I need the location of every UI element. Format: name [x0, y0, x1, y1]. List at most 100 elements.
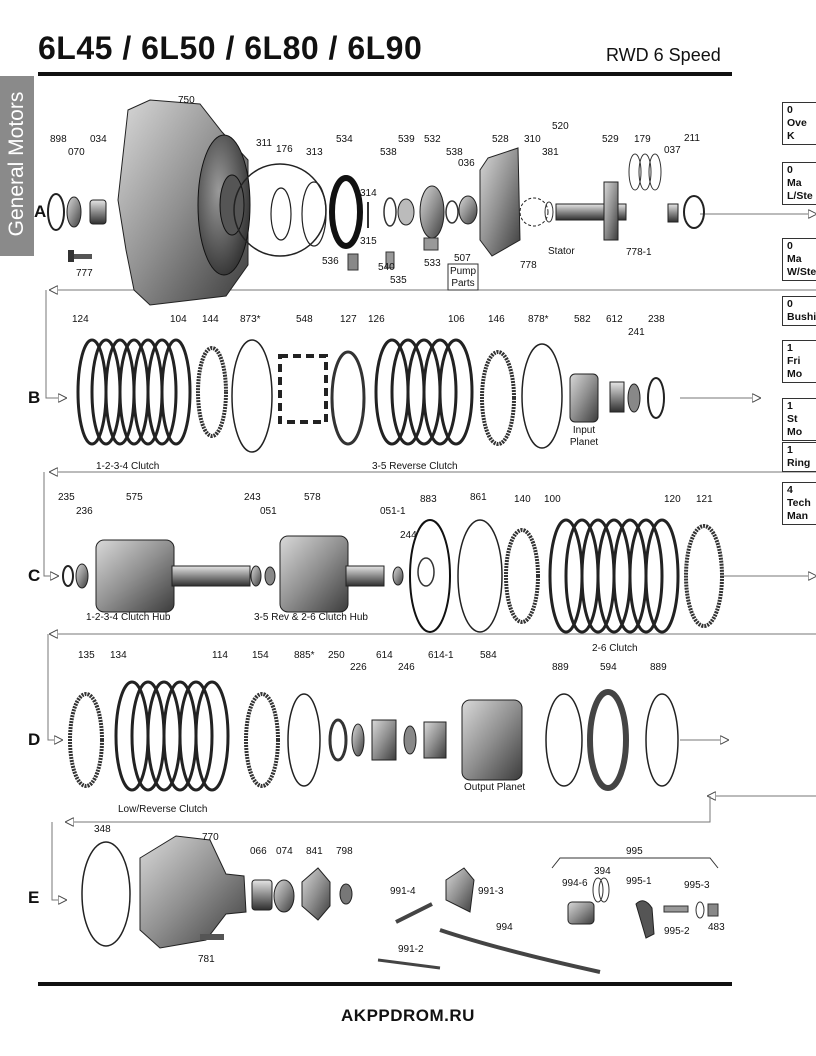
caption-1234-clutch: 1-2-3-4 Clutch: [96, 461, 160, 472]
footer-site: AKPPDROM.RU: [341, 1006, 475, 1025]
part-number: 246: [398, 662, 415, 673]
part-number: 798: [336, 846, 353, 857]
part-number: 995-3: [684, 880, 710, 891]
part-number: 614: [376, 650, 393, 661]
part-number: 994-6: [562, 878, 588, 889]
top-divider: [38, 72, 732, 76]
part-number: 750: [178, 95, 195, 106]
part-number: 315: [360, 236, 377, 247]
part-number: 179: [634, 134, 651, 145]
part-number: 778: [520, 260, 537, 271]
brand-tab: [0, 76, 34, 256]
part-number: 483: [708, 922, 725, 933]
part-number: 154: [252, 650, 269, 661]
part-number: 578: [304, 492, 321, 503]
part-number: 176: [276, 144, 293, 155]
part-number: 310: [524, 134, 541, 145]
part-number: 594: [600, 662, 617, 673]
part-number: 226: [350, 662, 367, 673]
part-number: 134: [110, 650, 127, 661]
row-e-parts: [81, 835, 719, 974]
part-number: 236: [76, 506, 93, 517]
part-number: 100: [544, 494, 561, 505]
part-number: 144: [202, 314, 219, 325]
part-number: 873*: [240, 314, 261, 325]
part-number: 348: [94, 824, 111, 835]
bottom-divider: [38, 982, 732, 986]
caption-1234-clutch-hub: 1-2-3-4 Clutch Hub: [86, 612, 171, 623]
part-number: 532: [424, 134, 441, 145]
part-number: 898: [50, 134, 67, 145]
part-number: 394: [594, 866, 611, 877]
part-number: 536: [322, 256, 339, 267]
caption-input-planet: Input Planet: [569, 425, 599, 448]
row-c-parts: [62, 518, 724, 634]
part-number: 037: [664, 145, 681, 156]
part-number: 243: [244, 492, 261, 503]
part-number: 120: [664, 494, 681, 505]
part-number: 140: [514, 494, 531, 505]
part-number: 070: [68, 147, 85, 158]
part-number: 529: [602, 134, 619, 145]
row-label-b: B: [28, 388, 41, 407]
part-number: 778-1: [626, 247, 652, 258]
part-number: 211: [684, 133, 700, 144]
part-number: 781: [198, 954, 215, 965]
part-number: 528: [492, 134, 509, 145]
part-number: 533: [424, 258, 441, 269]
part-number: 314: [360, 188, 377, 199]
part-number: 250: [328, 650, 345, 661]
part-number: 124: [72, 314, 89, 325]
part-number: 244: [400, 530, 417, 541]
part-number: 540: [378, 262, 395, 273]
part-number: 051-1: [380, 506, 406, 517]
part-number: 861: [470, 492, 487, 503]
caption-35rev-26-clutch-hub: 3-5 Rev & 2-6 Clutch Hub: [254, 612, 368, 623]
part-number: 841: [306, 846, 323, 857]
caption-low-reverse-clutch: Low/Reverse Clutch: [118, 804, 208, 815]
part-number: 235: [58, 492, 75, 503]
caption-output-planet: Output Planet: [464, 782, 526, 793]
part-number: 106: [448, 314, 465, 325]
part-number: 311: [256, 138, 272, 149]
part-number: 889: [552, 662, 569, 673]
part-number: 535: [390, 275, 407, 286]
part-number: 885*: [294, 650, 315, 661]
caption-stator: Stator: [548, 246, 575, 257]
part-number: 241: [628, 327, 645, 338]
part-number: 507: [454, 253, 471, 264]
part-number: 991-4: [390, 886, 416, 897]
part-number: 883: [420, 494, 437, 505]
part-number: 584: [480, 650, 497, 661]
part-number: 770: [202, 832, 219, 843]
part-number: 114: [212, 650, 228, 661]
part-number: 381: [542, 147, 559, 158]
caption-35-reverse-clutch: 3-5 Reverse Clutch: [372, 461, 458, 472]
part-number: 575: [126, 492, 143, 503]
part-number: 066: [250, 846, 267, 857]
part-number: 995-1: [626, 876, 652, 887]
row-label-e: E: [28, 888, 40, 907]
row-a-parts: [47, 99, 705, 306]
part-number: 991-3: [478, 886, 504, 897]
part-number: 538: [446, 147, 463, 158]
page-title: 6L45 / 6L50 / 6L80 / 6L90: [38, 30, 423, 66]
caption-pump-parts: Pump Parts: [449, 266, 477, 289]
part-number: 074: [276, 846, 293, 857]
row-label-d: D: [28, 730, 41, 749]
part-number: 777: [76, 268, 93, 279]
row-label-a: A: [34, 202, 47, 221]
part-number: 126: [368, 314, 385, 325]
row-b-parts: [76, 338, 665, 453]
part-number: 878*: [528, 314, 549, 325]
part-number: 994: [496, 922, 513, 933]
part-number: 313: [306, 147, 323, 158]
part-number: 036: [458, 158, 475, 169]
